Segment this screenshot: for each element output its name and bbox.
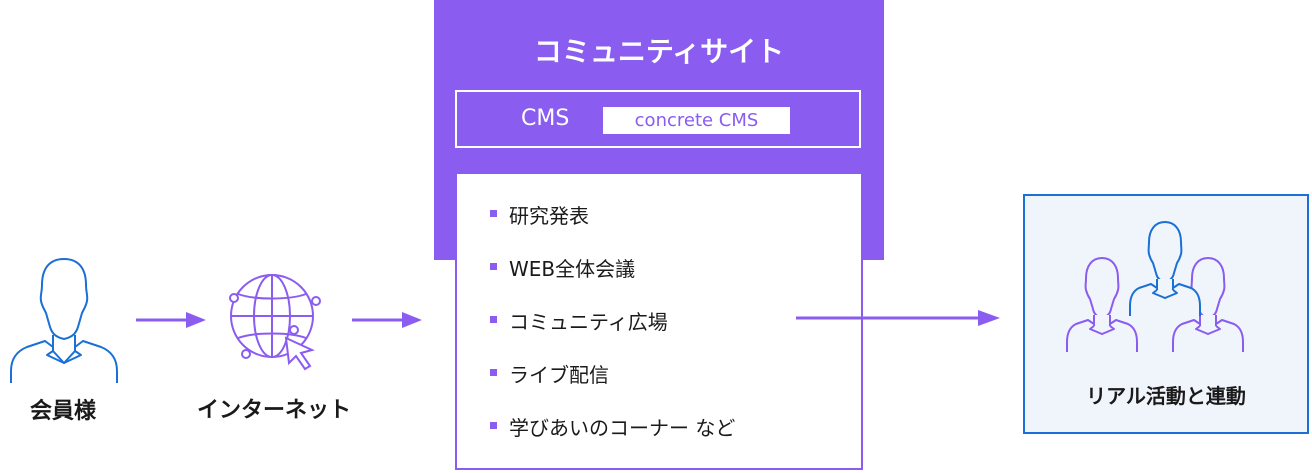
- member-person-icon: [10, 258, 118, 383]
- community-site-title: コミュニティサイト: [533, 35, 785, 68]
- list-item: 研究発表: [490, 200, 735, 253]
- internet-label: インターネット: [196, 398, 351, 423]
- list-item: WEB全体会議: [490, 253, 735, 306]
- feature-label: コミュニティ広場: [509, 310, 668, 334]
- real-activity-label: リアル活動と連動: [1086, 384, 1246, 408]
- bullet-icon: [490, 369, 497, 376]
- feature-label: ライブ配信: [509, 363, 609, 387]
- feature-label: 研究発表: [509, 204, 589, 228]
- list-item: コミュニティ広場: [490, 306, 735, 359]
- member-label: 会員様: [29, 399, 96, 424]
- cms-label: CMS: [521, 106, 570, 131]
- arrow-internet-to-site: [352, 312, 422, 328]
- feature-label: WEB全体会議: [509, 257, 636, 281]
- feature-label: 学びあいのコーナー など: [509, 416, 736, 440]
- group-icon: [1066, 221, 1244, 353]
- bullet-icon: [490, 422, 497, 429]
- arrow-member-to-internet: [136, 312, 206, 328]
- list-item: 学びあいのコーナー など: [490, 412, 735, 465]
- arrow-site-to-real: [796, 310, 1000, 326]
- list-item: ライブ配信: [490, 359, 735, 412]
- cms-product-tag: concrete CMS: [603, 107, 790, 134]
- globe-cursor-icon: [229, 274, 321, 371]
- bullet-icon: [490, 210, 497, 217]
- bullet-icon: [490, 263, 497, 270]
- feature-box: [455, 172, 863, 470]
- cms-box: [455, 90, 861, 148]
- bullet-icon: [490, 316, 497, 323]
- feature-list: 研究発表 WEB全体会議 コミュニティ広場 ライブ配信 学びあいのコーナー など: [490, 200, 735, 465]
